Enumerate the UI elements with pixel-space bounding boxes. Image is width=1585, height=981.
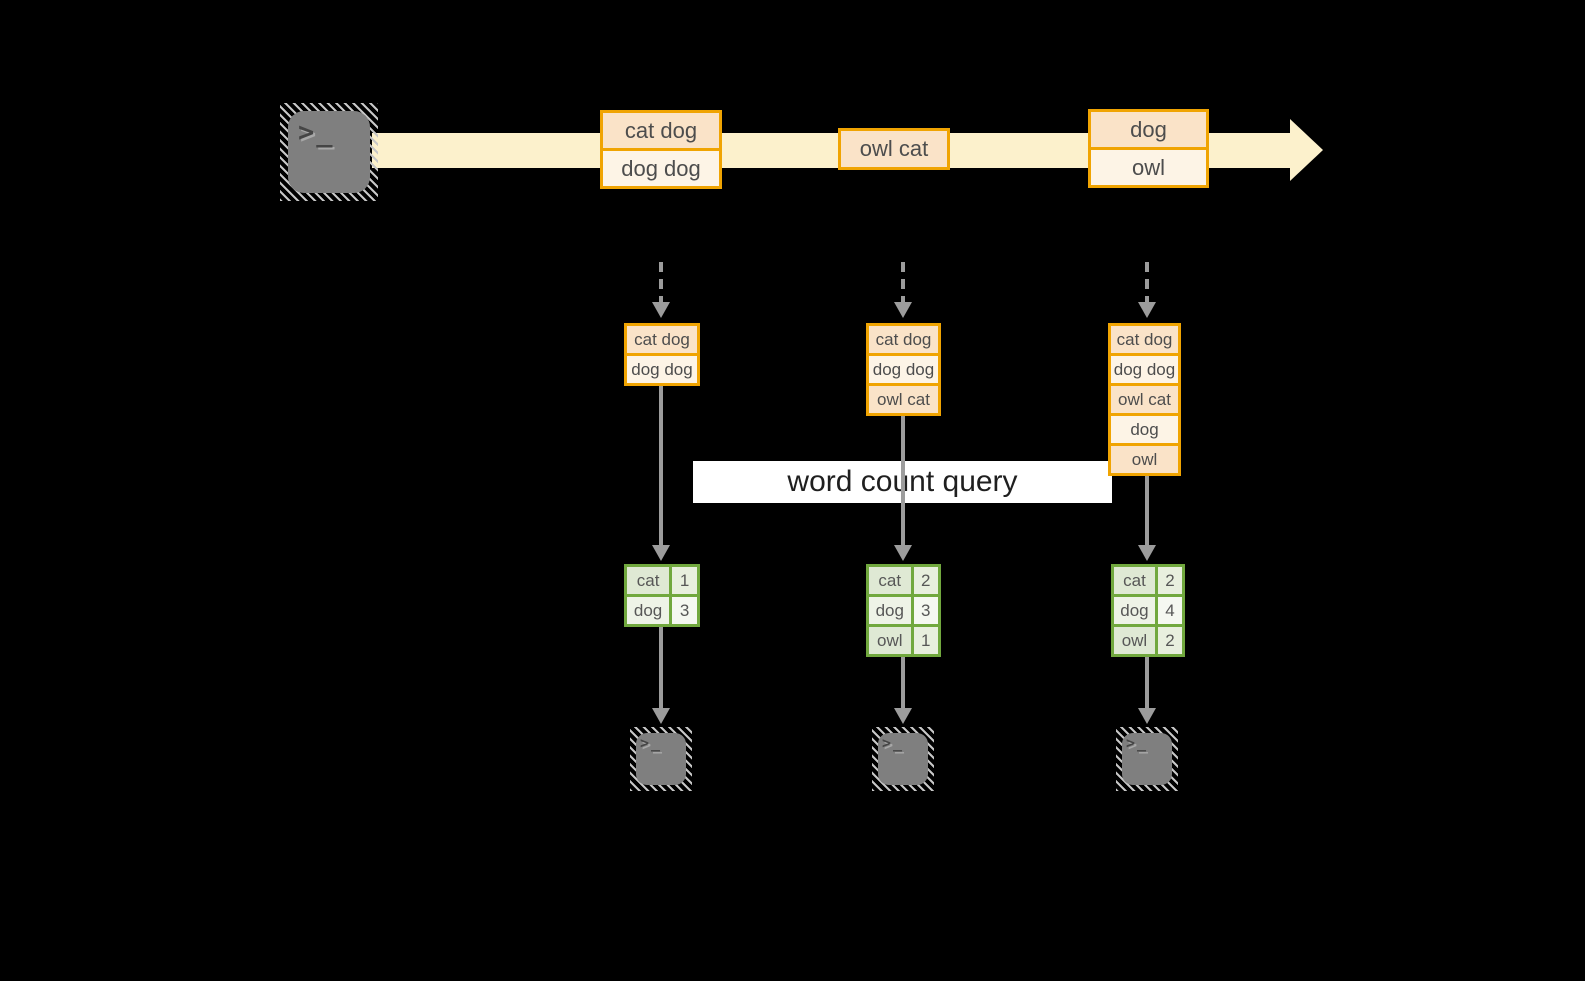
stream-batch-1: cat dog dog dog bbox=[600, 110, 722, 189]
count-value: 2 bbox=[913, 567, 938, 594]
terminal-prompt-icon: >_ bbox=[1126, 734, 1149, 752]
stream-batch-3: dog owl bbox=[1088, 109, 1209, 188]
dashed-arrow-head-icon bbox=[894, 302, 912, 318]
count-word: dog bbox=[1114, 597, 1155, 624]
state-record: owl cat bbox=[869, 386, 938, 413]
terminal-sink-icon: >_ bbox=[1116, 727, 1178, 791]
arrow-head-icon bbox=[652, 708, 670, 724]
state-record: dog dog bbox=[869, 356, 938, 383]
stream-record: owl bbox=[1091, 150, 1206, 185]
count-table-3: cat 2 dog 4 owl 2 bbox=[1111, 564, 1185, 657]
count-word: dog bbox=[869, 597, 911, 624]
count-word: dog bbox=[627, 597, 670, 624]
count-value: 2 bbox=[1157, 567, 1182, 594]
dashed-arrow-line bbox=[1145, 262, 1149, 302]
count-value: 4 bbox=[1157, 597, 1182, 624]
stream-record: dog dog bbox=[603, 151, 719, 186]
stream-record: dog bbox=[1091, 112, 1206, 147]
count-table-2: cat 2 dog 3 owl 1 bbox=[866, 564, 941, 657]
arrow-line bbox=[1145, 476, 1149, 545]
state-record: dog dog bbox=[627, 356, 697, 383]
arrow-head-icon bbox=[652, 545, 670, 561]
arrow-line bbox=[901, 657, 905, 708]
count-value: 3 bbox=[913, 597, 938, 624]
terminal-prompt-icon: >_ bbox=[640, 734, 663, 752]
count-word: cat bbox=[627, 567, 670, 594]
state-record: cat dog bbox=[869, 326, 938, 353]
stream-record: cat dog bbox=[603, 113, 719, 148]
state-record: cat dog bbox=[627, 326, 697, 353]
terminal-body bbox=[878, 733, 928, 785]
terminal-body bbox=[1122, 733, 1172, 785]
arrow-line bbox=[659, 386, 663, 545]
count-word: cat bbox=[1114, 567, 1155, 594]
dashed-arrow-head-icon bbox=[1138, 302, 1156, 318]
arrow-head-icon bbox=[894, 545, 912, 561]
dashed-arrow-head-icon bbox=[652, 302, 670, 318]
state-box-1: cat dog dog dog bbox=[624, 323, 700, 386]
count-value: 1 bbox=[672, 567, 697, 594]
count-word: owl bbox=[1114, 627, 1155, 654]
terminal-body bbox=[636, 733, 686, 785]
arrow-line bbox=[659, 627, 663, 708]
count-word: owl bbox=[869, 627, 911, 654]
state-record: owl bbox=[1111, 446, 1178, 473]
terminal-sink-icon: >_ bbox=[872, 727, 934, 791]
arrow-line bbox=[1145, 657, 1149, 708]
terminal-body bbox=[288, 111, 370, 193]
dashed-arrow-line bbox=[659, 262, 663, 302]
arrow-head-icon bbox=[1138, 545, 1156, 561]
terminal-source-icon: >_ bbox=[280, 103, 378, 201]
count-word: cat bbox=[869, 567, 911, 594]
state-record: dog dog bbox=[1111, 356, 1178, 383]
terminal-sink-icon: >_ bbox=[630, 727, 692, 791]
count-value: 2 bbox=[1157, 627, 1182, 654]
count-value: 1 bbox=[913, 627, 938, 654]
count-value: 3 bbox=[672, 597, 697, 624]
state-box-3: cat dog dog dog owl cat dog owl bbox=[1108, 323, 1181, 476]
state-box-2: cat dog dog dog owl cat bbox=[866, 323, 941, 416]
terminal-prompt-icon: >_ bbox=[298, 117, 335, 148]
state-record: dog bbox=[1111, 416, 1178, 443]
stream-arrowhead-icon bbox=[1290, 119, 1323, 181]
dashed-arrow-line bbox=[901, 262, 905, 302]
arrow-head-icon bbox=[894, 708, 912, 724]
terminal-prompt-icon: >_ bbox=[882, 734, 905, 752]
stream-record: owl cat bbox=[841, 131, 947, 167]
arrow-head-icon bbox=[1138, 708, 1156, 724]
count-table-1: cat 1 dog 3 bbox=[624, 564, 700, 627]
arrow-line bbox=[901, 416, 905, 545]
state-record: cat dog bbox=[1111, 326, 1178, 353]
stream-batch-2: owl cat bbox=[838, 128, 950, 170]
state-record: owl cat bbox=[1111, 386, 1178, 413]
